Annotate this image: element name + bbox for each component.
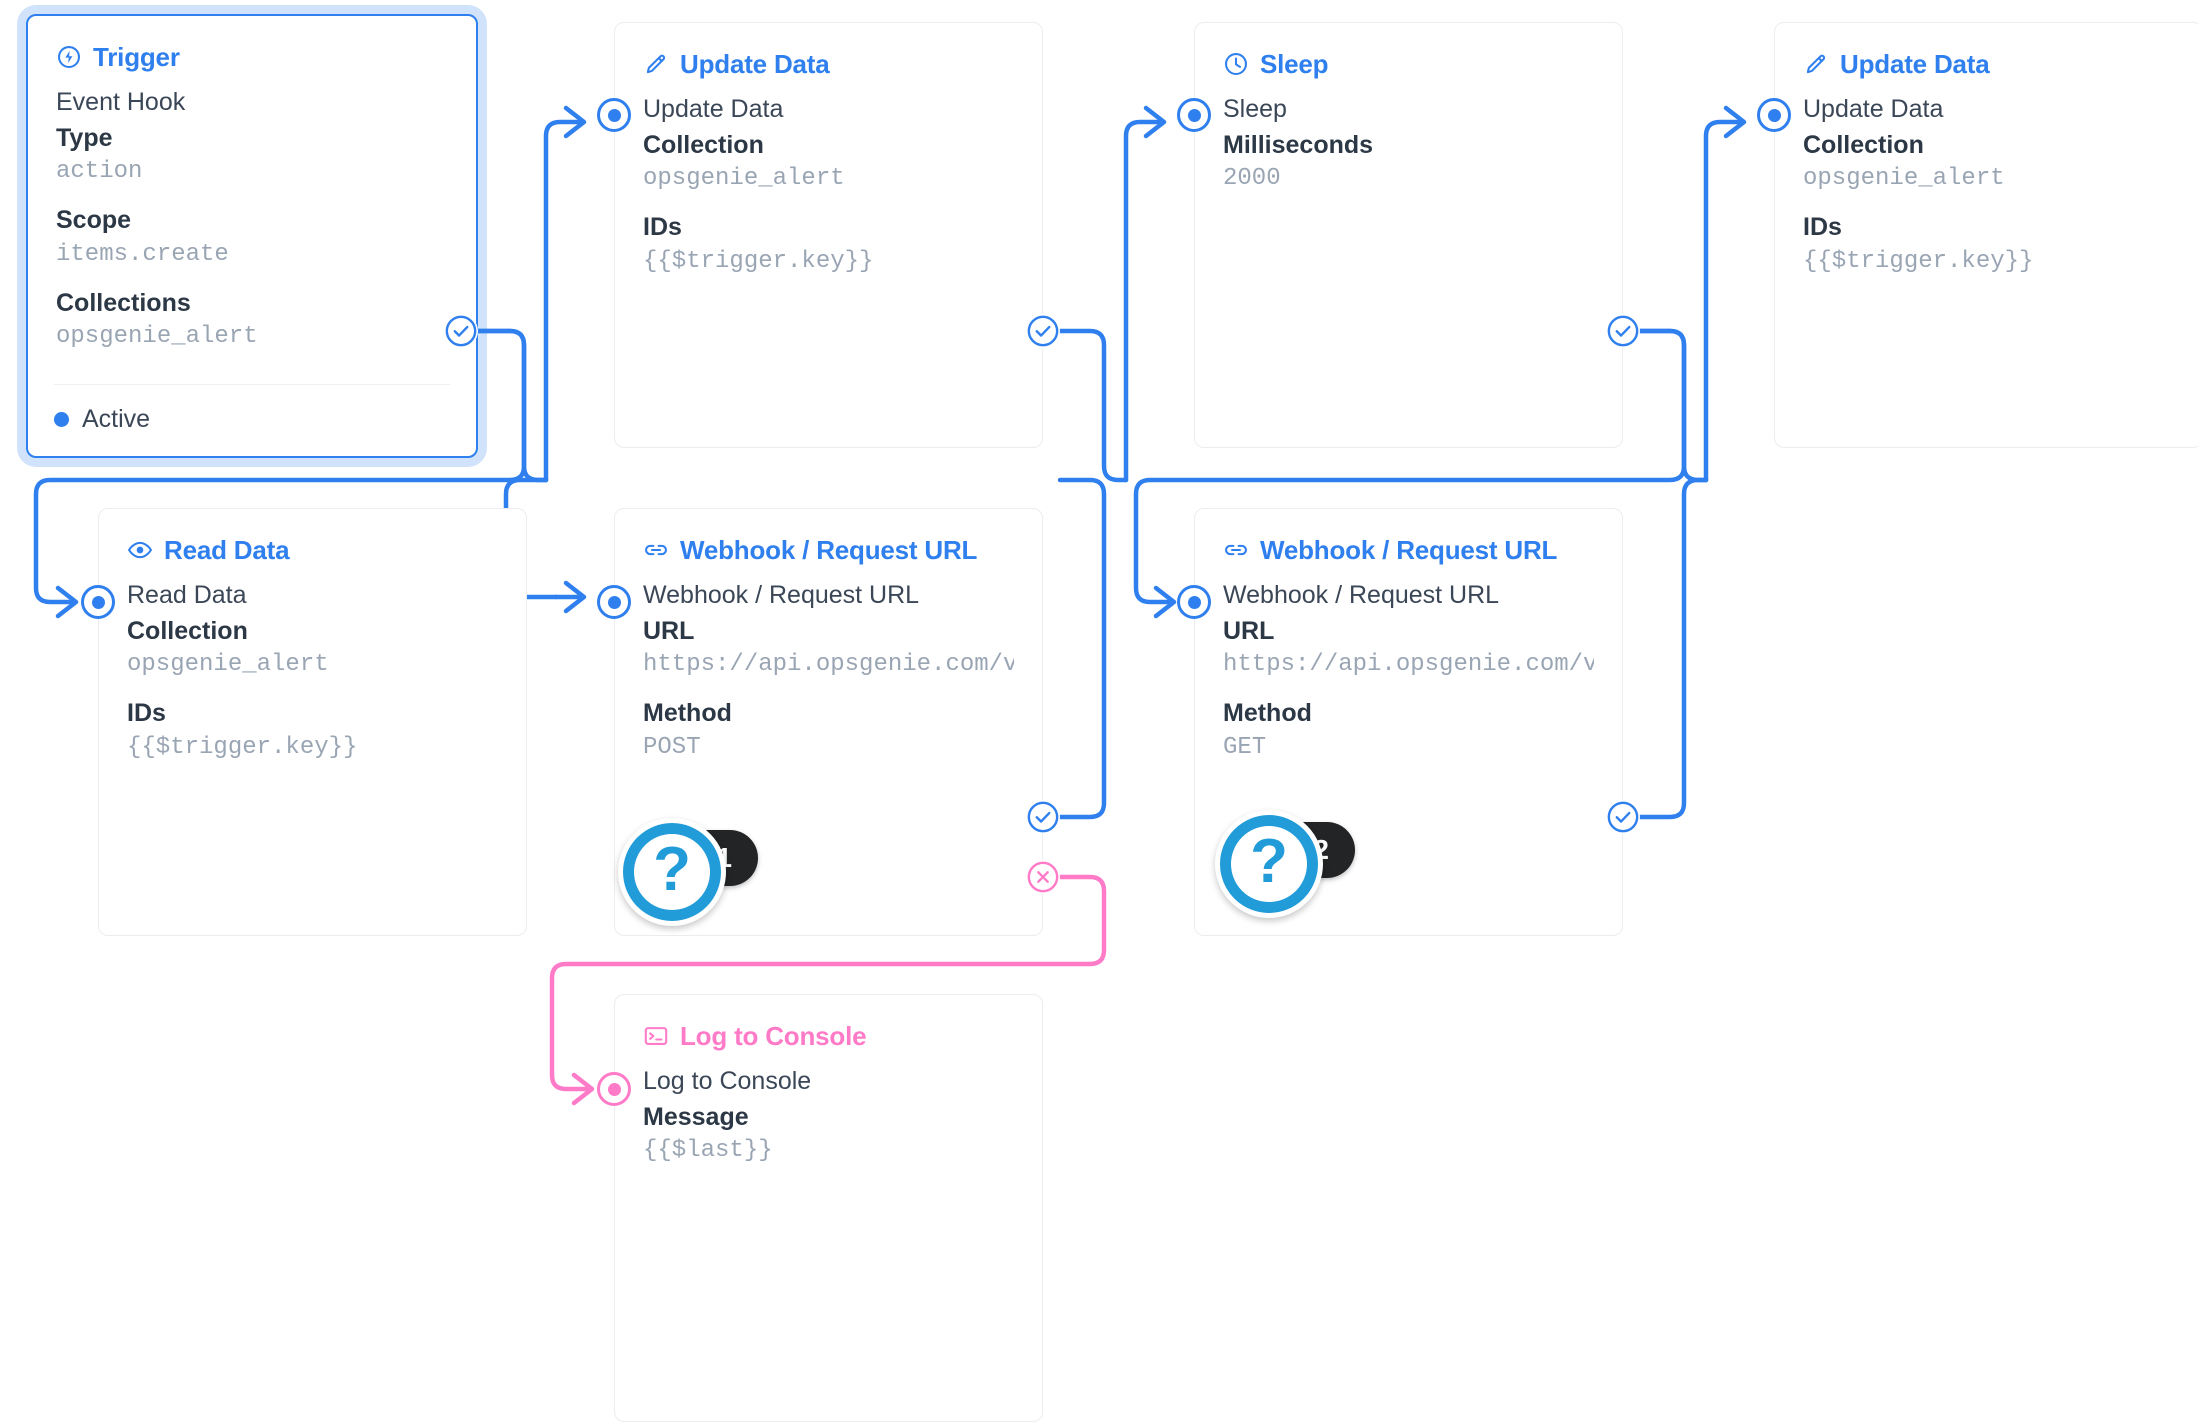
node-header: Sleep	[1195, 23, 1622, 77]
node-header: Log to Console	[615, 995, 1042, 1049]
node-header-label: Read Data	[164, 535, 290, 565]
link-icon	[643, 537, 669, 563]
field-value: https://api.opsgenie.com/v…	[643, 651, 1014, 678]
node-header-label: Update Data	[1840, 49, 1990, 79]
eye-icon	[127, 537, 153, 563]
field-key: Method	[643, 699, 732, 728]
field-key: IDs	[643, 213, 682, 242]
node-title: Webhook / Request URL	[1223, 581, 1500, 609]
node-title: Log to Console	[643, 1067, 812, 1095]
status-label: Active	[82, 405, 151, 433]
output-port-success[interactable]	[1026, 800, 1060, 834]
field-value: action	[56, 158, 143, 185]
help-badge-2[interactable]: 2 ?	[1215, 810, 1355, 918]
field-value: GET	[1223, 733, 1267, 761]
field-value: 2000	[1223, 165, 1281, 192]
terminal-icon	[643, 1023, 669, 1049]
node-header: Update Data	[1775, 23, 2198, 77]
help-badge-1[interactable]: 1 ?	[618, 818, 758, 926]
field-value: opsgenie_alert	[56, 323, 258, 351]
node-log-to-console[interactable]: Log to Console Log to Console Message {{…	[614, 994, 1043, 1422]
output-port-success[interactable]	[1606, 800, 1640, 834]
node-header: Webhook / Request URL	[615, 509, 1042, 563]
pencil-icon	[1803, 51, 1829, 77]
node-body: Update Data Collection opsgenie_alert ID…	[1775, 77, 2198, 278]
lightning-bolt-icon	[56, 44, 82, 70]
field-key: Collections	[56, 288, 191, 317]
field-key: Message	[643, 1102, 749, 1131]
input-port[interactable]	[597, 585, 631, 619]
input-port[interactable]	[597, 1072, 631, 1106]
field-value: {{$trigger.key}}	[643, 247, 874, 275]
field-key: Type	[56, 123, 113, 152]
input-port[interactable]	[81, 585, 115, 619]
input-port[interactable]	[1177, 98, 1211, 132]
node-body: Event Hook Type action Scope items.creat…	[28, 70, 476, 353]
question-mark-icon[interactable]: ?	[1215, 810, 1323, 918]
badge-symbol: ?	[1250, 827, 1288, 896]
node-body: Webhook / Request URL URL https://api.op…	[615, 563, 1042, 764]
status-dot-icon	[54, 412, 69, 427]
output-port-success[interactable]	[1606, 314, 1640, 348]
field-value: POST	[643, 733, 701, 761]
node-title: Update Data	[1803, 95, 1944, 123]
node-body: Update Data Collection opsgenie_alert ID…	[615, 77, 1042, 278]
badge-symbol: ?	[653, 835, 691, 904]
output-port-success[interactable]	[1026, 314, 1060, 348]
field-key: Method	[1223, 699, 1312, 728]
output-port-error[interactable]	[1026, 860, 1060, 894]
node-title: Webhook / Request URL	[643, 581, 920, 609]
node-header: Update Data	[615, 23, 1042, 77]
input-port[interactable]	[597, 98, 631, 132]
field-value: {{$trigger.key}}	[1803, 247, 2034, 275]
field-value: opsgenie_alert	[127, 651, 329, 678]
field-key: Milliseconds	[1223, 130, 1374, 159]
node-update-data-1[interactable]: Update Data Update Data Collection opsge…	[614, 22, 1043, 448]
node-header-label: Log to Console	[680, 1021, 867, 1051]
field-key: Collection	[643, 130, 764, 159]
node-title: Read Data	[127, 581, 247, 609]
field-key: Collection	[1803, 130, 1924, 159]
node-title: Update Data	[643, 95, 784, 123]
input-port[interactable]	[1177, 585, 1211, 619]
field-value: opsgenie_alert	[643, 165, 845, 192]
node-sleep[interactable]: Sleep Sleep Milliseconds 2000	[1194, 22, 1623, 448]
node-header-label: Webhook / Request URL	[1260, 535, 1558, 565]
clock-icon	[1223, 51, 1249, 77]
node-body: Webhook / Request URL URL https://api.op…	[1195, 563, 1622, 764]
field-value: https://api.opsgenie.com/v…	[1223, 651, 1594, 678]
node-status: Active	[54, 384, 450, 434]
node-header: Webhook / Request URL	[1195, 509, 1622, 563]
node-update-data-2[interactable]: Update Data Update Data Collection opsge…	[1774, 22, 2198, 448]
link-icon	[1223, 537, 1249, 563]
field-value: items.create	[56, 240, 229, 268]
output-port-success[interactable]	[444, 314, 478, 348]
node-title: Event Hook	[56, 88, 186, 116]
node-read-data[interactable]: Read Data Read Data Collection opsgenie_…	[98, 508, 527, 936]
node-body: Read Data Collection opsgenie_alert IDs …	[99, 563, 526, 764]
node-header-label: Webhook / Request URL	[680, 535, 978, 565]
node-header: Read Data	[99, 509, 526, 563]
field-key: IDs	[1803, 213, 1842, 242]
node-header-label: Trigger	[93, 42, 180, 72]
field-key: IDs	[127, 699, 166, 728]
node-body: Sleep Milliseconds 2000	[1195, 77, 1622, 195]
field-key: Collection	[127, 616, 248, 645]
node-body: Log to Console Message {{$last}}	[615, 1049, 1042, 1167]
question-mark-icon[interactable]: ?	[618, 818, 726, 926]
field-key: URL	[643, 616, 695, 645]
node-header-label: Sleep	[1260, 49, 1329, 79]
node-title: Sleep	[1223, 95, 1287, 123]
pencil-icon	[643, 51, 669, 77]
field-value: {{$last}}	[643, 1137, 773, 1164]
field-key: Scope	[56, 206, 132, 235]
node-trigger[interactable]: Trigger Event Hook Type action Scope ite…	[26, 14, 478, 458]
node-header-label: Update Data	[680, 49, 830, 79]
field-value: opsgenie_alert	[1803, 165, 2005, 192]
field-key: URL	[1223, 616, 1275, 645]
node-header: Trigger	[28, 16, 476, 70]
field-value: {{$trigger.key}}	[127, 733, 358, 761]
input-port[interactable]	[1757, 98, 1791, 132]
